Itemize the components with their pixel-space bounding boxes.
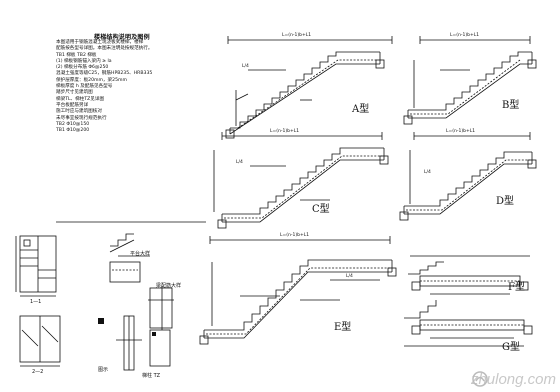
- note-line: 本图适用于钢筋混凝土现浇板式楼梯，楼梯: [56, 40, 144, 45]
- beam-detail: [148, 286, 174, 330]
- stair-type-a: [225, 36, 393, 139]
- label-type-f: F型: [508, 282, 525, 293]
- label-type-c: C型: [312, 204, 330, 215]
- note-line: 踏步尺寸见建筑图: [56, 90, 93, 96]
- dim-d-top: L=(n-1)b+L1: [446, 129, 476, 134]
- note-line: TB2 Φ10@150: [56, 121, 90, 127]
- stair-type-e: [199, 236, 397, 345]
- dim-c-l4: L/4: [236, 160, 243, 165]
- zhulong-logo-icon: [472, 371, 488, 387]
- notes-title: 楼梯结构说明及图例: [94, 34, 150, 41]
- dim-e-l4: L/4: [346, 274, 353, 279]
- dim-a-top: L=(n-1)b+L1: [282, 33, 312, 38]
- note-line: 配筋按各型号详图。本图未注明处按规范执行。: [56, 46, 153, 52]
- label-beam-detail: 梁配筋大样: [156, 283, 182, 289]
- note-line: 保护层厚度：板20mm，梁25mm: [56, 77, 127, 83]
- note-line: 未尽事宜按现行规范执行: [56, 115, 107, 121]
- label-type-d: D型: [496, 196, 515, 207]
- note-line: 施工时应与建筑图核对: [56, 109, 102, 115]
- label-platform-detail: 平台大样: [130, 251, 151, 257]
- stair-type-f: [408, 255, 530, 295]
- label-type-b: B型: [502, 100, 520, 111]
- note-line: 混凝土强度等级C25，钢筋HPB235、HRB335: [56, 71, 153, 77]
- plan-section-1: [15, 235, 57, 297]
- note-line: TB1 Φ10@200: [56, 128, 90, 134]
- note-line: 梯梁TL、梯柱TZ见详图: [56, 96, 105, 102]
- note-line: TB1 梯板 TB2 梯板: [56, 52, 97, 58]
- dim-d-l4: L/4: [424, 170, 431, 175]
- label-diagram: 图示: [98, 367, 109, 373]
- label-type-a: A型: [352, 104, 370, 115]
- platform-detail: [109, 233, 150, 283]
- stair-type-c: [213, 132, 389, 229]
- column-tz: [116, 315, 171, 371]
- note-line: 梯板厚度 h 及配筋见各型号: [56, 84, 113, 90]
- dim-e-top: L=(n-1)b+L1: [280, 233, 310, 238]
- dim-b-top: L=(n-1)b+L1: [450, 33, 480, 38]
- stair-type-b: [403, 36, 537, 125]
- note-line: 平台板配筋另详: [56, 102, 89, 108]
- stair-type-g: [404, 300, 533, 347]
- watermark: zhulong.com: [470, 371, 556, 388]
- label-section-2: 2—2: [32, 369, 44, 375]
- label-type-g: G型: [502, 342, 520, 353]
- dim-a-l4: L/4: [242, 64, 249, 69]
- label-column: 梯柱 TZ: [142, 373, 161, 379]
- note-line: (1) 梯板钢筋锚入梁内 ≥ la: [56, 58, 112, 64]
- dim-c-top: L=(n-1)b+L1: [270, 129, 300, 134]
- stair-type-d: [399, 132, 537, 221]
- label-section-1: 1—1: [30, 299, 42, 305]
- note-line: (2) 梯板分布筋 Φ6@250: [56, 65, 109, 71]
- notes-text: 本图适用于钢筋混凝土现浇板式楼梯，楼梯 配筋按各型号详图。本图未注明处按规范执行…: [56, 40, 206, 134]
- label-type-e: E型: [334, 322, 352, 333]
- plan-section-2: [19, 315, 61, 367]
